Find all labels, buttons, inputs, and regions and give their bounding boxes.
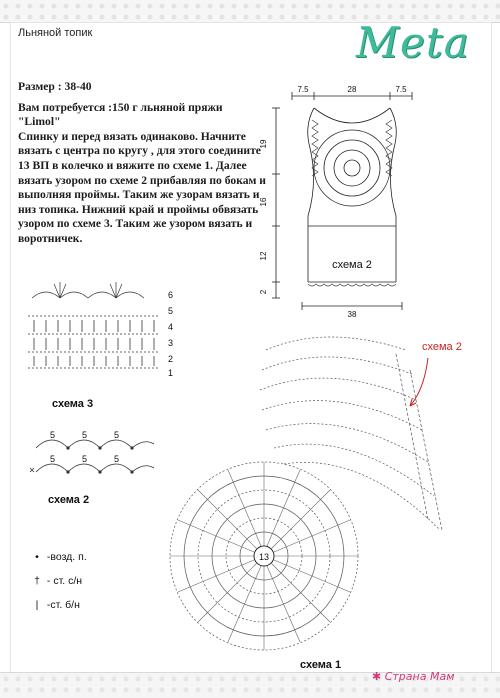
scheme2-label: схема 2 [48, 494, 90, 506]
scheme3-row-5: 5 [168, 306, 173, 316]
dim-side-16: 16 [259, 197, 268, 206]
scheme3-diagram: 6 5 4 3 2 1 [28, 282, 173, 378]
legend-chain-text: -возд. п. [46, 551, 87, 563]
scheme3-row-4: 4 [168, 322, 173, 332]
garment-pattern-diagram: 7.5 28 7.5 19 16 12 2 38 схема 2 [259, 85, 413, 319]
dim-center-top: 28 [348, 85, 357, 94]
legend: • -возд. п. † - ст. с/н | -ст. б/н [30, 550, 87, 622]
dim-side-2: 2 [259, 289, 268, 294]
scheme3-row-6: 6 [168, 290, 173, 300]
chain-stitch-icon: • [35, 551, 39, 563]
scheme2-count-3: 5 [114, 430, 119, 440]
scheme1-label: схема 1 [300, 659, 342, 671]
page-card [10, 22, 492, 674]
single-crochet-icon: | [35, 599, 39, 611]
scheme3-row-3: 3 [168, 338, 173, 348]
lace-border-bottom [0, 672, 500, 698]
legend-chain: • -возд. п. [30, 550, 87, 574]
dim-side-12: 12 [259, 251, 268, 260]
double-crochet-icon: † [34, 575, 40, 587]
dim-bottom: 38 [348, 310, 357, 319]
legend-double-crochet: † - ст. с/н [30, 574, 87, 598]
scheme2-count-5: 5 [82, 454, 87, 464]
scheme3-row-1: 1 [168, 368, 173, 378]
legend-single-crochet-text: -ст. б/н [46, 599, 80, 611]
watermark: ✱ Страна Мам [372, 670, 455, 683]
yarn-paragraph: Вам потребуется :150 г льняной пряжи "Li… [18, 100, 223, 129]
page-title: Льняной топик [18, 27, 93, 39]
scheme1-diagram: 13 схема 2 [169, 336, 462, 651]
dim-side-19: 19 [259, 139, 268, 148]
dim-right-top: 7.5 [395, 85, 407, 94]
legend-double-crochet-text: - ст. с/н [46, 575, 83, 587]
pattern-scheme2-label: схема 2 [332, 259, 372, 271]
method-paragraph: Спинку и перед вязать одинаково. Начните… [18, 129, 266, 245]
scheme2-count-6: 5 [114, 454, 119, 464]
scheme2-diagram: 5 5 5 5 5 5 [29, 430, 155, 474]
lace-border-top [0, 0, 500, 23]
scheme3-row-2: 2 [168, 354, 173, 364]
pink-star-icon: ✱ [372, 670, 382, 683]
scheme2-count-1: 5 [50, 430, 55, 440]
legend-single-crochet: | -ст. б/н [30, 598, 87, 622]
scheme2-count-2: 5 [82, 430, 87, 440]
scheme2-count-4: 5 [50, 454, 55, 464]
scheme1-center-count: 13 [259, 552, 269, 562]
dim-left-top: 7.5 [297, 85, 309, 94]
instructions-text: Размер : 38-40 Вам потребуется :150 г ль… [18, 80, 266, 247]
scheme3-label: схема 3 [52, 398, 94, 410]
meta-logo: Meta [356, 18, 470, 67]
watermark-text: Страна Мам [384, 670, 455, 683]
scheme1-annotation: схема 2 [422, 341, 462, 353]
size-line: Размер : 38-40 [18, 80, 92, 93]
